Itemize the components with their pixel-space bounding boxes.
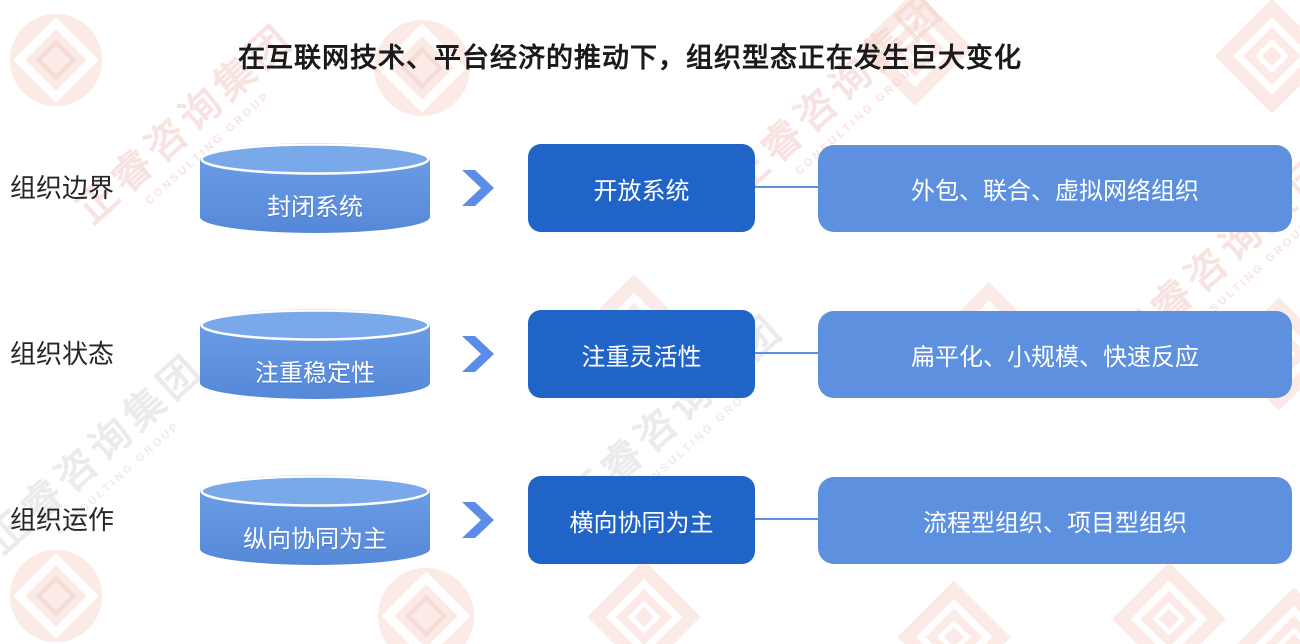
- from-state-text: 注重稳定性: [255, 359, 375, 387]
- to-state-box: 横向协同为主: [528, 476, 755, 564]
- result-box: 扁平化、小规模、快速反应: [818, 311, 1292, 398]
- watermark-circle-logo-icon: [378, 568, 474, 644]
- cylinder-shape: 注重稳定性: [200, 309, 430, 401]
- row-organization-state: 组织状态 注重稳定性 注重灵活性 扁平化、小规模、快速反应: [0, 309, 1300, 399]
- watermark-diamond-logo-icon: [1237, 587, 1300, 644]
- from-state-text: 封闭系统: [267, 193, 363, 221]
- cylinder-shape: 纵向协同为主: [200, 475, 430, 567]
- connector-line: [755, 186, 818, 188]
- connector-line: [755, 352, 818, 354]
- row-label: 组织运作: [10, 505, 115, 535]
- to-state-box: 开放系统: [528, 144, 755, 232]
- chevron-right-icon: [462, 336, 494, 372]
- to-state-box: 注重灵活性: [528, 310, 755, 398]
- cylinder-shape: 封闭系统: [200, 143, 430, 235]
- watermark-diamond-logo-icon: [1112, 562, 1226, 644]
- result-box: 外包、联合、虚拟网络组织: [818, 145, 1292, 232]
- row-label: 组织状态: [10, 339, 115, 369]
- from-state-text: 纵向协同为主: [243, 525, 387, 553]
- result-box: 流程型组织、项目型组织: [818, 477, 1292, 564]
- watermark-diamond-logo-icon: [587, 560, 701, 644]
- row-label: 组织边界: [10, 173, 115, 203]
- row-organization-boundary: 组织边界 封闭系统 开放系统 外包、联合、虚拟网络组织: [0, 143, 1300, 233]
- connector-line: [755, 518, 818, 520]
- page-title: 在互联网技术、平台经济的推动下，组织型态正在发生巨大变化: [238, 43, 1022, 73]
- watermark-diamond-logo-icon: [897, 580, 1011, 644]
- row-organization-operation: 组织运作 纵向协同为主 横向协同为主 流程型组织、项目型组织: [0, 475, 1300, 565]
- chevron-right-icon: [462, 502, 494, 538]
- chevron-right-icon: [462, 170, 494, 206]
